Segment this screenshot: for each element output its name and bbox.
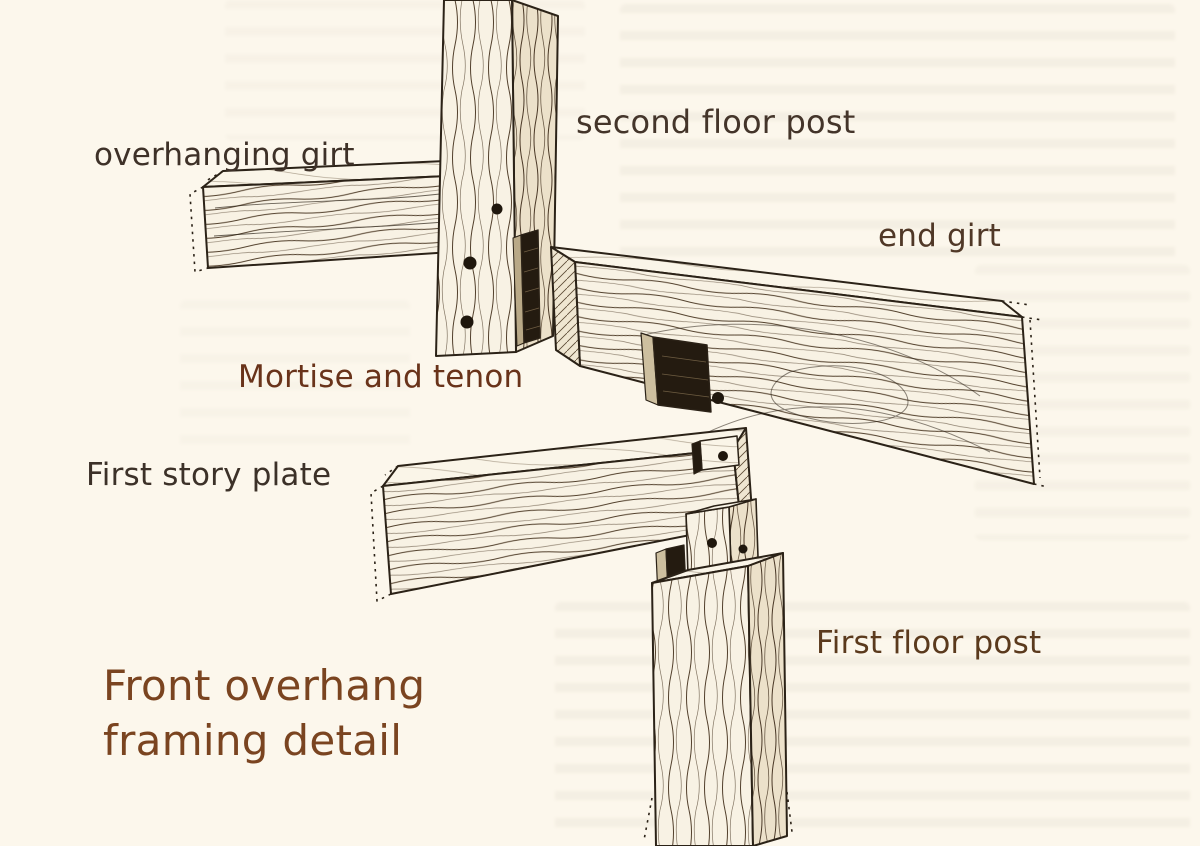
overhanging-girt-grain-accent xyxy=(213,193,445,237)
plate-tenon-shadow-slot xyxy=(691,440,703,475)
diagram-title-line2: framing detail xyxy=(103,716,403,766)
end-girt-notch-hatch xyxy=(661,355,710,398)
mortise-slot xyxy=(520,229,541,344)
overhanging-girt-hidden-edge-dotted xyxy=(205,170,224,182)
post-tenon-top-face xyxy=(685,498,757,515)
overhanging-girt-drawing xyxy=(189,159,469,273)
peg-post-tenon-side xyxy=(738,544,748,554)
end-girt-drawing xyxy=(550,246,1049,488)
second-floor-post-front-face xyxy=(435,0,517,357)
mortise-hatch-lines xyxy=(523,247,541,331)
second-floor-post-drawing xyxy=(435,0,559,357)
label-second-floor-post: second floor post xyxy=(576,103,856,141)
peg-post-tenon-front xyxy=(707,538,717,548)
first-floor-post-drawing xyxy=(643,498,793,846)
peg-second-floor-post-lower xyxy=(460,315,474,329)
peg-end-girt xyxy=(712,392,724,404)
label-mortise-and-tenon: Mortise and tenon xyxy=(238,359,524,395)
post-side-face xyxy=(747,552,788,846)
peg-plate xyxy=(718,451,728,461)
post-front-face xyxy=(651,565,754,846)
end-girt-mortise-notch xyxy=(652,336,712,413)
overhanging-girt-hidden-end-dotted xyxy=(189,186,209,273)
plate-hidden-end-dotted xyxy=(370,465,399,602)
peg-second-floor-post-mid xyxy=(463,256,477,270)
label-first-floor-post: First floor post xyxy=(816,625,1042,661)
end-girt-grain-swirl xyxy=(639,323,991,453)
label-first-story-plate: First story plate xyxy=(86,457,332,493)
overhanging-girt-front-face xyxy=(202,175,453,269)
peg-second-floor-post-upper xyxy=(491,203,503,215)
first-story-plate-drawing xyxy=(370,427,753,602)
label-end-girt: end girt xyxy=(878,218,1002,254)
diagram-title-line1: Front overhang xyxy=(103,661,426,710)
label-overhanging-girt: overhanging girt xyxy=(94,137,355,173)
diagram-title: Front overhang framing detail xyxy=(103,658,425,769)
end-girt-end-grain-face xyxy=(550,246,581,367)
